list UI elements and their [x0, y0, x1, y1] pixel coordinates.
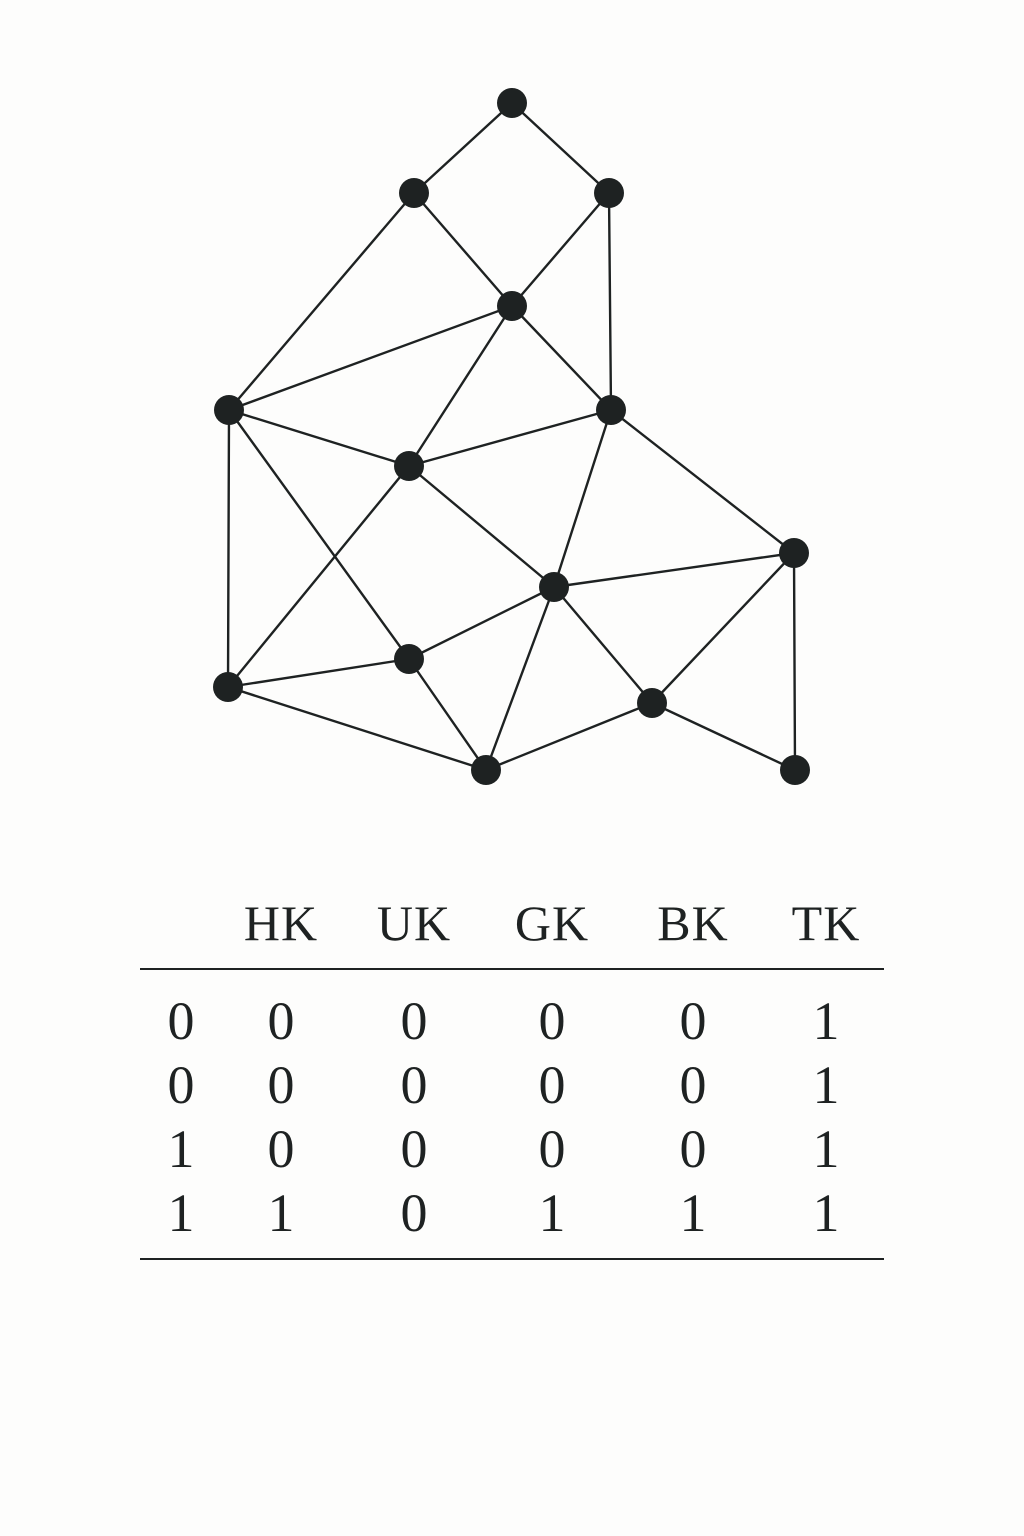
graph-node-n10: [394, 644, 424, 674]
table-cell: 0: [538, 1055, 566, 1115]
table-cell: 0: [167, 991, 195, 1051]
table-cell: 0: [400, 991, 428, 1051]
graph-node-n9: [539, 572, 569, 602]
table-cell: 0: [679, 991, 707, 1051]
graph-node-n5: [214, 395, 244, 425]
graph-edge-n5-n7: [227, 408, 411, 468]
graph-edge-n2-n4: [412, 191, 514, 308]
column-header-tk: TK: [791, 895, 861, 951]
graph-node-n7: [394, 451, 424, 481]
table-cell: 0: [267, 1055, 295, 1115]
graph-edge-n9-n13: [484, 585, 556, 772]
table-cell: 1: [167, 1119, 195, 1179]
graph-node-n13: [471, 755, 501, 785]
graph-edge-n9-n10: [407, 585, 556, 661]
graph-edge-n3-n4: [510, 191, 611, 308]
table-cell: 0: [538, 991, 566, 1051]
graph-node-n6: [596, 395, 626, 425]
graph-edge-n5-n11: [226, 408, 231, 689]
table-bottom-rule: [140, 1258, 884, 1260]
table-cell: 0: [538, 1119, 566, 1179]
graph-edge-n6-n7: [407, 408, 613, 468]
graph-edge-n3-n6: [607, 191, 613, 412]
table-cell: 0: [400, 1183, 428, 1243]
table-cell: 1: [812, 991, 840, 1051]
network-graph: [213, 88, 810, 785]
graph-edge-n1-n2: [412, 101, 514, 195]
graph-edge-n4-n6: [510, 304, 613, 412]
graph-edges: [226, 101, 797, 772]
graph-edge-n11-n13: [226, 685, 488, 772]
table-cell: 0: [167, 1055, 195, 1115]
column-header-hk: HK: [243, 895, 319, 951]
table-cell: 1: [812, 1119, 840, 1179]
graph-node-n3: [594, 178, 624, 208]
graph-edge-n7-n11: [226, 464, 411, 689]
graph-node-n12: [637, 688, 667, 718]
graph-edge-n10-n13: [407, 657, 488, 772]
column-header-uk: UK: [376, 895, 452, 951]
graph-edge-n6-n9: [552, 408, 613, 589]
graph-edge-n9-n12: [552, 585, 654, 705]
table-cell: 0: [400, 1055, 428, 1115]
graph-nodes: [213, 88, 810, 785]
graph-edge-n8-n14: [792, 551, 797, 772]
graph-node-n11: [213, 672, 243, 702]
graph-edge-n4-n7: [407, 304, 514, 468]
graph-node-n2: [399, 178, 429, 208]
graph-edge-n12-n14: [650, 701, 797, 772]
column-header-gk: GK: [514, 895, 590, 951]
graph-edge-n7-n9: [407, 464, 556, 589]
table-cell: 0: [400, 1119, 428, 1179]
table-top-rule: [140, 968, 884, 970]
graph-edge-n2-n5: [227, 191, 416, 412]
table-cell: 1: [267, 1183, 295, 1243]
table-cell: 0: [679, 1119, 707, 1179]
graph-edge-n10-n11: [226, 657, 411, 689]
graph-edge-n8-n9: [552, 551, 796, 589]
graph-edge-n12-n13: [484, 701, 654, 772]
table-cell: 0: [679, 1055, 707, 1115]
graph-node-n8: [779, 538, 809, 568]
table-cell: 1: [167, 1183, 195, 1243]
table-cell: 1: [679, 1183, 707, 1243]
graph-edge-n1-n3: [510, 101, 611, 195]
graph-edge-n4-n5: [227, 304, 514, 412]
graph-edge-n5-n10: [227, 408, 411, 661]
graph-node-n1: [497, 88, 527, 118]
table-cell: 0: [267, 991, 295, 1051]
graph-edge-n8-n12: [650, 551, 796, 705]
graph-edge-n6-n8: [609, 408, 796, 555]
graph-node-n4: [497, 291, 527, 321]
table-cell: 0: [267, 1119, 295, 1179]
table-cell: 1: [538, 1183, 566, 1243]
table-cell: 1: [812, 1183, 840, 1243]
graph-node-n14: [780, 755, 810, 785]
column-header-bk: BK: [657, 895, 729, 951]
table-cell: 1: [812, 1055, 840, 1115]
